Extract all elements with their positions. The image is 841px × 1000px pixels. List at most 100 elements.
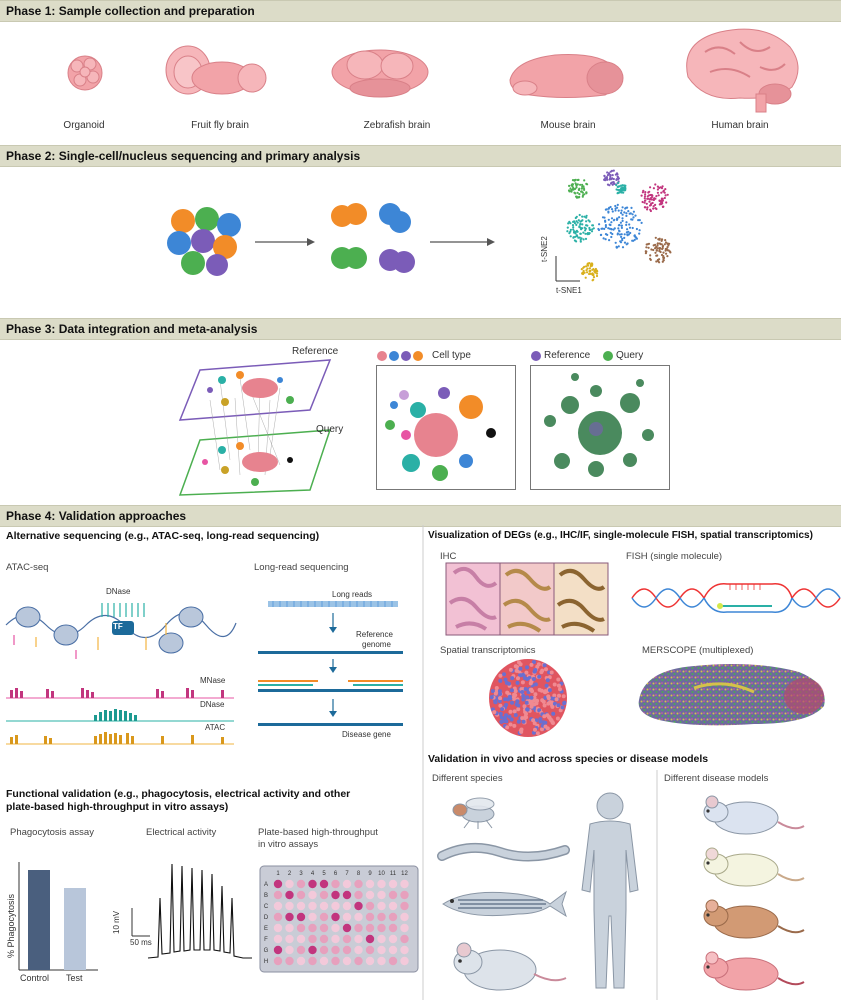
tsne-point <box>654 207 657 210</box>
plate-col-label: 12 <box>401 871 408 877</box>
phase2-band: Phase 2: Single-cell/nucleus sequencing … <box>0 145 841 167</box>
plate-well <box>285 912 294 922</box>
tsne-point <box>637 219 640 222</box>
plate-well <box>308 890 317 900</box>
plate-well <box>377 901 386 911</box>
plate-well <box>296 890 306 900</box>
query-plane-label: Query <box>316 424 344 435</box>
tsne-point <box>575 234 578 237</box>
plate-well <box>308 912 317 922</box>
spatial-spot <box>509 688 514 693</box>
tsne-point <box>614 204 617 208</box>
invivo-title: Validation in vivo and across species or… <box>428 753 709 765</box>
plate-row-label: C <box>264 904 269 910</box>
human-illustration <box>581 792 639 989</box>
tsne-point <box>580 237 583 240</box>
tsne-point <box>660 239 663 242</box>
tsne-point <box>640 221 643 224</box>
spatial-spot <box>552 693 557 698</box>
merscope-brain <box>638 664 825 726</box>
plate-well <box>319 890 329 900</box>
plate-well <box>354 945 363 955</box>
spatial-spot <box>544 683 549 688</box>
spatial-spot <box>508 709 513 714</box>
tsne-point <box>583 193 586 196</box>
tsne-point <box>580 187 583 190</box>
plate-row-label: D <box>264 915 269 921</box>
plate-well <box>365 923 375 933</box>
tsne-point <box>576 178 579 182</box>
spatial-spot <box>510 676 515 681</box>
tsne-point <box>605 208 608 211</box>
tsne-point <box>586 224 589 227</box>
tsne-point <box>643 201 646 204</box>
spatial-spot <box>515 699 520 704</box>
tsne-point <box>579 240 582 243</box>
tsne-point <box>648 200 651 203</box>
tsne-point <box>603 227 606 230</box>
tsne-point <box>632 210 635 213</box>
spatial-spot <box>522 676 527 680</box>
plate-well <box>296 934 306 944</box>
plate-well <box>388 945 398 955</box>
tsne-point <box>610 235 613 239</box>
tsne-point <box>606 174 609 177</box>
spatial-spot <box>535 731 540 736</box>
tsne-point <box>649 257 652 260</box>
tsne-point <box>664 241 668 244</box>
plate-well <box>308 879 317 889</box>
tsne-point <box>581 219 584 222</box>
tsne-point <box>654 183 657 186</box>
tsne-point <box>603 174 606 177</box>
tsne-point <box>623 189 626 192</box>
tsne-point <box>665 247 668 251</box>
spatial-label: Spatial transcriptomics <box>440 645 536 656</box>
tsne-point <box>582 231 585 234</box>
plate-well <box>331 923 340 933</box>
long-reads-label: Long reads <box>332 590 373 599</box>
spatial-spot <box>512 686 517 691</box>
spatial-spot <box>515 680 520 685</box>
plate-well <box>308 945 317 955</box>
tsne-point <box>652 248 655 252</box>
organoid-illustration <box>67 55 103 91</box>
tsne-point <box>652 205 655 208</box>
tsne-point <box>660 191 663 194</box>
tsne-point <box>588 232 591 235</box>
spatial-spot <box>554 697 559 702</box>
plate-well <box>331 879 340 889</box>
plate-well <box>365 956 375 966</box>
tsne-point <box>612 177 615 181</box>
tsne-point <box>585 182 588 185</box>
plate-well <box>319 912 329 922</box>
separated-cells-illustration <box>331 203 415 273</box>
tsne-point <box>583 265 586 268</box>
spatial-spot <box>509 717 514 722</box>
tsne-point <box>659 250 662 254</box>
tsne-point <box>606 171 609 174</box>
tsne-point <box>626 228 629 231</box>
spatial-spot <box>521 697 526 702</box>
spatial-spot <box>516 676 520 681</box>
tsne-point <box>584 237 588 240</box>
plate-well <box>342 879 352 889</box>
tsne-point <box>591 279 594 282</box>
tsne-point <box>656 254 659 257</box>
plate-row-label: A <box>264 882 268 888</box>
tsne-point <box>658 247 661 250</box>
ihc-label: IHC <box>440 551 457 562</box>
spatial-spot <box>547 688 552 693</box>
tsne-point <box>661 247 664 251</box>
tsne-point <box>656 191 659 194</box>
tsne-point <box>573 222 577 225</box>
plate-well <box>296 912 306 922</box>
tsne-point <box>652 187 655 190</box>
plate-well <box>342 901 352 911</box>
tsne-point <box>620 233 623 236</box>
plate-well <box>354 890 363 900</box>
scale-ms: 50 ms <box>130 938 152 947</box>
tsne-point <box>620 224 623 227</box>
plate-well <box>285 923 294 933</box>
spatial-spot <box>503 697 507 702</box>
spatial-spot <box>536 662 541 667</box>
